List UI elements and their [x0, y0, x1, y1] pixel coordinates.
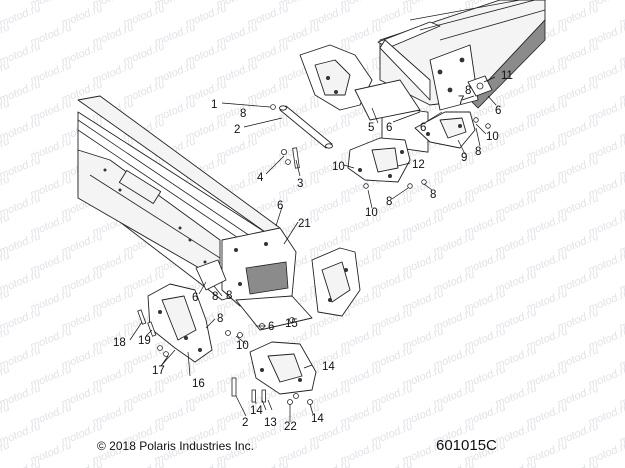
callout-10: 10 — [236, 340, 249, 352]
copyright-notice: © 2018 Polaris Industries Inc. — [97, 439, 254, 453]
callout-17: 17 — [152, 365, 165, 377]
callout-18: 18 — [113, 337, 126, 349]
callout-22: 22 — [284, 421, 297, 433]
callout-1: 2 — [234, 124, 240, 136]
callout-6: 6 — [192, 292, 198, 304]
callout-16: 16 — [192, 378, 205, 390]
callout-14: 14 — [311, 413, 324, 425]
front-bracket-16 — [147, 283, 213, 363]
callout-labels: 1 2 3 4 5 6 6 6 6 6 6 7 8 8 8 8 8 8 8 9 … — [113, 70, 513, 433]
callout-10: 10 — [365, 207, 378, 219]
front-bracket-20 — [195, 259, 227, 291]
callout-10: 10 — [332, 161, 345, 173]
callout-4: 4 — [257, 172, 264, 184]
callout-2: 1 — [211, 99, 217, 111]
callout-8: 8 — [226, 290, 232, 302]
watermark-text: motod.ru — [618, 458, 625, 468]
watermark-text: motod.ru — [556, 458, 601, 468]
watermark-text: motod.ru — [432, 458, 477, 468]
callout-15: 15 — [285, 318, 298, 330]
callout-11: 11 — [501, 70, 513, 82]
cross-tube — [279, 105, 333, 149]
watermark-text: motod.ru — [122, 458, 167, 468]
watermark-text: motod.ru — [0, 458, 42, 468]
leader-lines — [129, 76, 497, 422]
callout-2: 2 — [242, 417, 248, 429]
watermark-text: motod.ru — [494, 458, 539, 468]
callout-8: 8 — [430, 189, 436, 201]
callout-8: 8 — [386, 196, 392, 208]
callout-6: 6 — [420, 122, 426, 134]
callout-8: 8 — [465, 85, 471, 97]
callout-21: 21 — [298, 218, 311, 230]
callout-14: 14 — [322, 361, 335, 373]
watermark-text: motod.ru — [308, 458, 353, 468]
callout-20: 8 — [212, 291, 218, 303]
callout-8: 8 — [475, 146, 481, 158]
callout-9: 9 — [461, 152, 467, 164]
rear-bracket-9 — [414, 111, 476, 149]
watermark-text: motod.ru — [0, 0, 11, 11]
lower-bracket-22 — [249, 341, 317, 395]
callout-8: 8 — [217, 313, 223, 325]
rear-bracket-12 — [347, 137, 411, 183]
watermark-text: motod.ru — [60, 458, 105, 468]
callout-6: 6 — [386, 122, 392, 134]
watermark-text: motod.ru — [246, 458, 291, 468]
callout-7: 7 — [458, 95, 464, 107]
drawing-number: 601015C — [436, 437, 497, 454]
callout-5: 5 — [368, 122, 374, 134]
callout-3: 3 — [297, 178, 303, 190]
callout-19: 19 — [138, 335, 151, 347]
watermark-text: motod.ru — [370, 458, 415, 468]
callout-6: 6 — [268, 321, 274, 333]
callout-6: 6 — [495, 105, 501, 117]
callout-13: 13 — [264, 417, 277, 429]
callout-6: 6 — [277, 200, 283, 212]
callout-6: 8 — [240, 108, 246, 120]
callout-12: 12 — [412, 159, 425, 171]
callout-14: 14 — [250, 405, 263, 417]
front-chassis — [77, 95, 361, 331]
watermark-text: motod.ru — [184, 458, 229, 468]
callout-10: 10 — [486, 131, 499, 143]
